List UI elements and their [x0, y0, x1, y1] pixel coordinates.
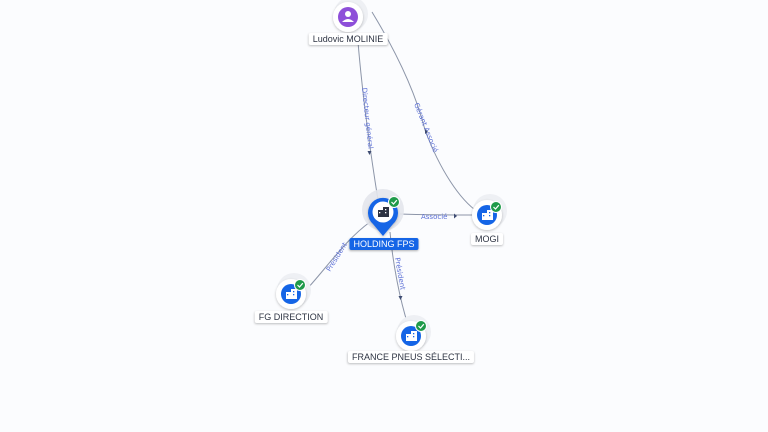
arrow-directeur-icon [367, 151, 372, 155]
label-mogi[interactable]: MOGI [471, 233, 503, 245]
edge-label-gerant-associe: Gérant Associé [412, 102, 439, 154]
arrow-president-france-icon [398, 296, 403, 300]
edge-president-fg [305, 221, 371, 291]
edge-label-president-fg: Président [325, 241, 349, 273]
edge-label-associe: Associé [421, 213, 447, 221]
building-icon [286, 289, 297, 299]
node-ludovic-molinie[interactable] [333, 0, 368, 32]
arrow-gerant-icon [425, 129, 428, 134]
edge-gerant-associe [371, 11, 479, 213]
check-badge-icon [415, 320, 427, 332]
edge-directeur-general [357, 41, 379, 201]
node-fg-direction[interactable] [276, 273, 311, 309]
node-france-pneus[interactable] [396, 315, 431, 351]
building-icon [406, 331, 417, 341]
building-icon [482, 210, 493, 220]
label-ludovic-molinie[interactable]: Ludovic MOLINIE [308, 33, 388, 45]
label-france-pneus[interactable]: FRANCE PNEUS SÉLECTI... [347, 351, 475, 363]
label-fg-direction[interactable]: FG DIRECTION [254, 311, 328, 323]
edge-label-directeur-general: Directeur général [360, 87, 374, 149]
node-holding-fps[interactable] [362, 189, 404, 236]
check-badge-icon [294, 279, 306, 291]
building-icon [378, 207, 389, 217]
edge-associe [399, 213, 479, 216]
check-badge-icon [388, 196, 400, 208]
arrow-associe-icon [454, 213, 457, 219]
label-holding-fps[interactable]: HOLDING FPS [349, 238, 419, 250]
check-badge-icon [490, 201, 502, 213]
node-mogi[interactable] [472, 194, 507, 230]
